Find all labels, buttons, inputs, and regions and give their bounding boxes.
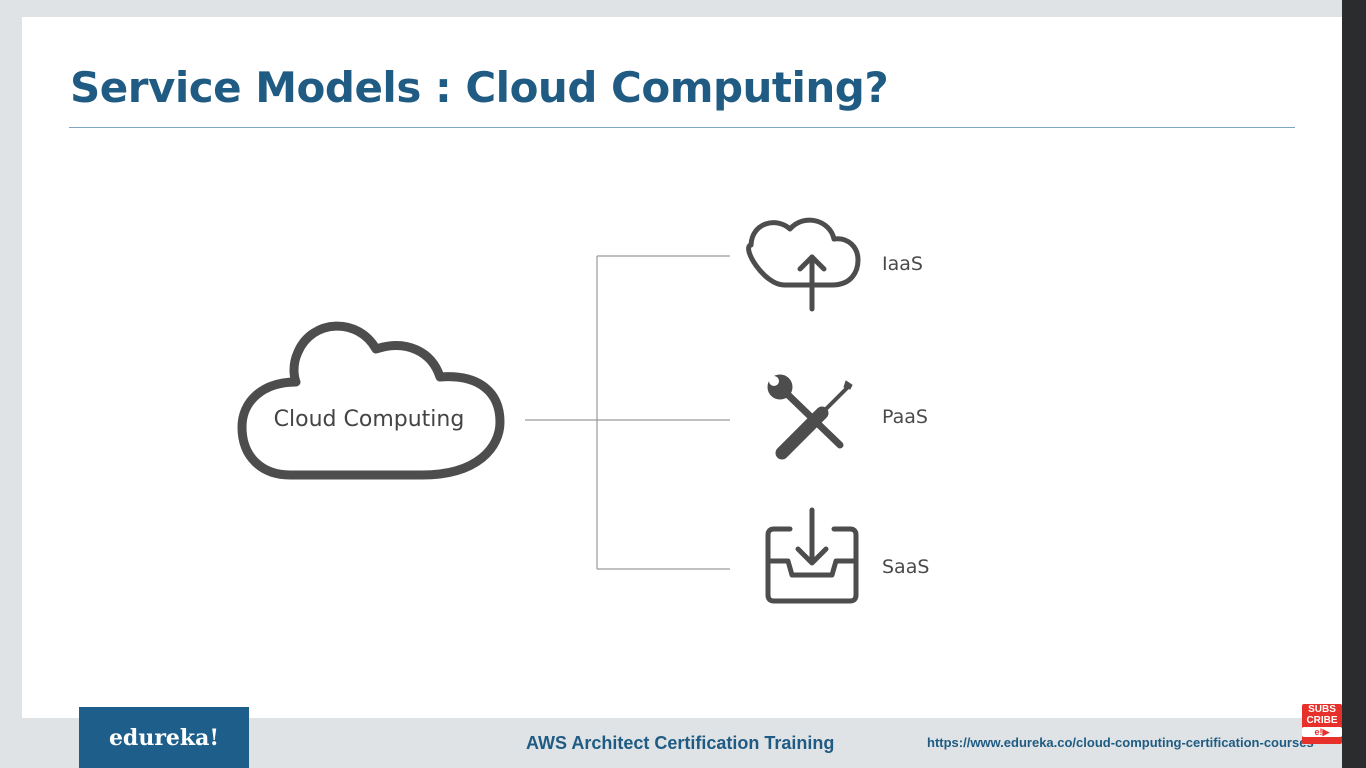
- window-edge: [1342, 0, 1366, 768]
- service-models-diagram: [237, 217, 861, 604]
- slide: Service Models : Cloud Computing?: [22, 17, 1342, 718]
- subscribe-play-icon: e!▶: [1302, 727, 1342, 737]
- connector-lines: [525, 255, 730, 570]
- inbox-download-icon: [765, 507, 859, 604]
- subscribe-text-line2: CRIBE: [1306, 715, 1338, 726]
- title-divider: [69, 127, 1295, 128]
- cloud-upload-icon: [746, 217, 861, 312]
- slide-title: Service Models : Cloud Computing?: [70, 63, 889, 112]
- subscribe-button[interactable]: SUBS CRIBE e!▶: [1302, 704, 1342, 744]
- course-url[interactable]: https://www.edureka.co/cloud-computing-c…: [927, 735, 1314, 750]
- course-title: AWS Architect Certification Training: [526, 733, 835, 753]
- subscribe-text-line1: SUBS: [1308, 704, 1336, 715]
- saas-label: SaaS: [882, 556, 930, 578]
- tools-icon: [767, 374, 853, 460]
- iaas-label: IaaS: [882, 253, 923, 275]
- paas-label: PaaS: [882, 406, 928, 428]
- cloud-icon: [237, 321, 505, 480]
- cloud-computing-label: Cloud Computing: [273, 407, 465, 432]
- edureka-logo: edureka!: [79, 707, 249, 768]
